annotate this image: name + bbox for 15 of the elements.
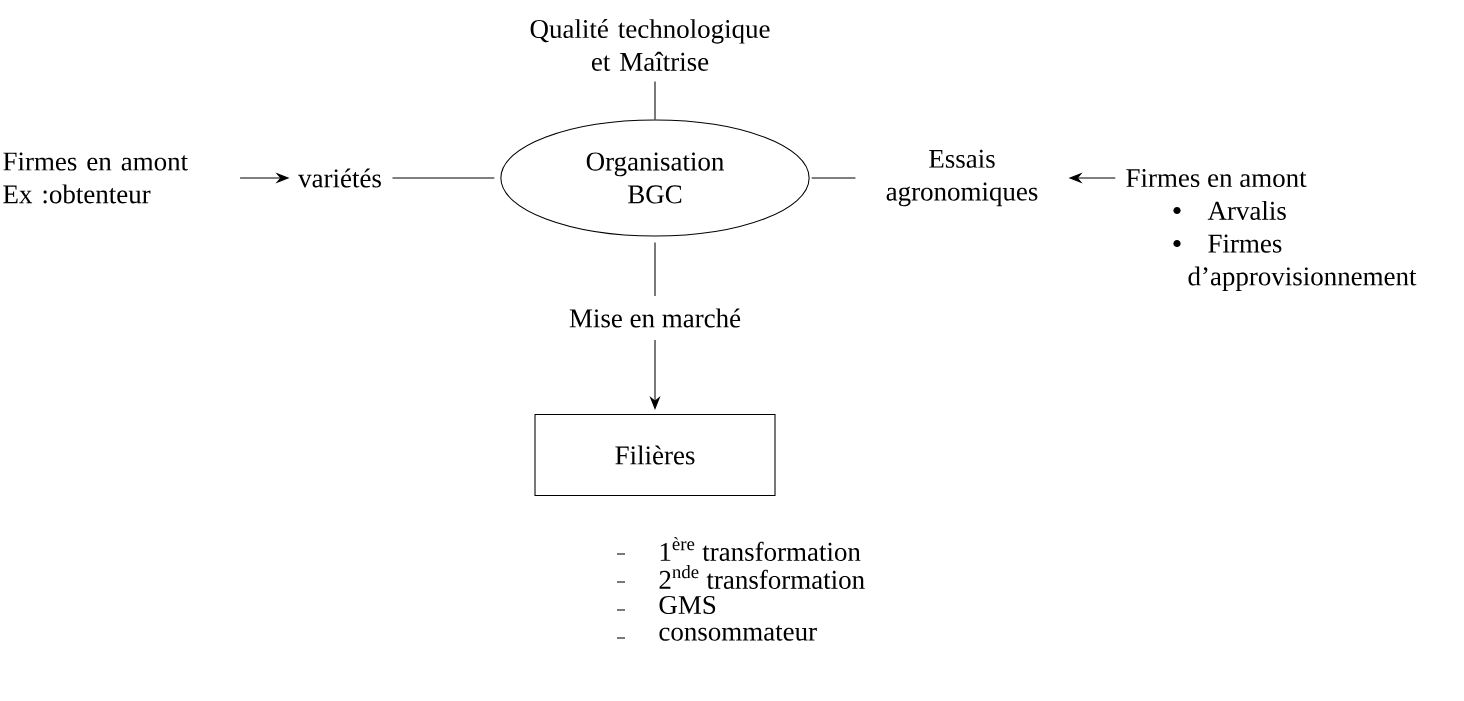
- list-item: GMS: [659, 595, 716, 615]
- list-item: consommateur: [659, 625, 817, 641]
- node-text: Qualité technologique et Maîtrise: [530, 19, 770, 71]
- node-text: variétés: [298, 168, 381, 188]
- node-text: Essais agronomiques: [886, 149, 1038, 207]
- list-item: 2$^{nde}$ transformation: [659, 565, 865, 589]
- process-box: Filières: [534, 413, 776, 497]
- node-text: Firmes en amont Ex :obtenteur: [3, 152, 188, 204]
- list-item: 1$^{ère}$ transformation: [660, 537, 861, 561]
- connector-line: [654, 242, 656, 297]
- bulleted-list: Firmes en amont Arvalis Firmes d’approvisionnement: [1126, 169, 1417, 291]
- node-text: Mise en marché: [569, 308, 741, 328]
- connector-line: [654, 80, 656, 120]
- connector-line: [811, 177, 856, 179]
- connector-line: [391, 177, 495, 179]
